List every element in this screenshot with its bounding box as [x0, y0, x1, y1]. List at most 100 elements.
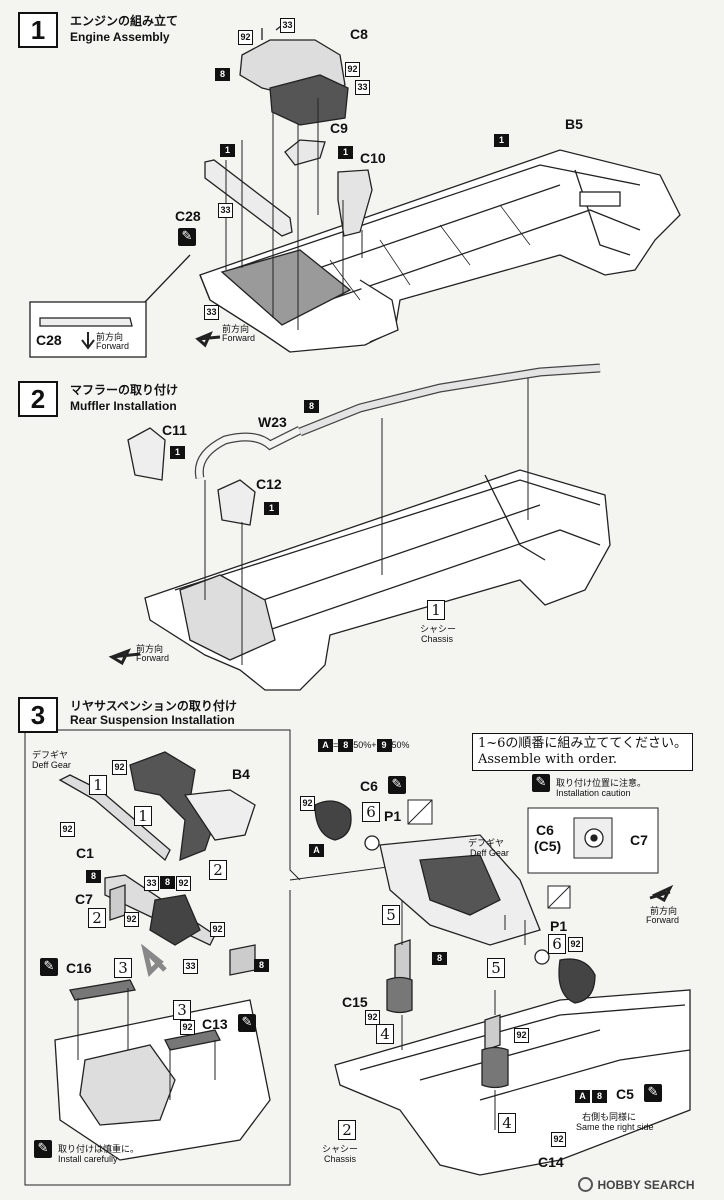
part-c16: C16 — [66, 960, 92, 976]
step2-chassis-drawing — [127, 363, 611, 691]
forward-arrow-3 — [649, 884, 674, 903]
mix-50b: 50% — [391, 740, 410, 750]
caution-label-en: Installation caution — [556, 788, 631, 798]
forward-label-en-2: Forward — [136, 653, 170, 663]
forward-label-en-3: Forward — [646, 915, 680, 925]
callout-92-d: 92 — [60, 822, 75, 837]
part-c28: C28 — [175, 208, 201, 224]
step-1-title-jp: エンジンの組み立て — [70, 14, 179, 28]
callout-1-a: 1 — [494, 134, 509, 147]
part-p1-b: P1 — [550, 918, 568, 934]
step1-chassis-drawing — [199, 21, 681, 353]
part-c12: C12 — [256, 476, 282, 492]
step-2-number: 2 — [18, 381, 58, 417]
seq-3-b: 3 — [173, 1000, 191, 1020]
cement-icon-4: ✎ — [34, 1140, 52, 1158]
callout-1-b: 1 — [220, 144, 235, 157]
callout-92-l: 92 — [514, 1028, 529, 1043]
cement-icon-5: ✎ — [388, 776, 406, 794]
order-note-en: Assemble with order. — [478, 752, 618, 767]
forward-label-jp-inset: 前方向 — [96, 333, 124, 343]
mix-a: A — [318, 739, 333, 752]
install-carefully-en: Install carefully — [58, 1154, 118, 1164]
callout-33-d: 33 — [204, 305, 219, 320]
step-3-title-jp: リヤサスペンションの取り付け — [70, 699, 237, 713]
forward-label-jp-1: 前方向 — [222, 325, 250, 335]
callout-8-e: 8 — [254, 959, 269, 972]
step-2-title-jp: マフラーの取り付け — [70, 383, 179, 397]
callout-92-b: 92 — [345, 62, 360, 77]
callout-92-h: 92 — [180, 1020, 195, 1035]
deff-gear-label-en-2: Deff Gear — [470, 848, 509, 858]
seq-4-a: 4 — [376, 1024, 394, 1044]
callout-92-m: 92 — [551, 1132, 566, 1147]
callout-92-f: 92 — [124, 912, 139, 927]
c28-inset-drawing — [29, 254, 191, 358]
part-c6: C6 — [360, 778, 378, 794]
part-w23: W23 — [258, 414, 287, 430]
seq-5-a: 5 — [382, 905, 400, 925]
cement-icon-3: ✎ — [238, 1014, 256, 1032]
callout-a-1: A — [309, 844, 324, 857]
install-carefully-jp: 取り付けは慎重に。 — [58, 1145, 140, 1155]
same-right-jp: 右側も同様に — [582, 1113, 637, 1123]
callout-8-g: 8 — [592, 1090, 607, 1103]
callout-33-c: 33 — [218, 203, 233, 218]
forward-label-jp-3: 前方向 — [650, 907, 678, 917]
step-3-title-en: Rear Suspension Installation — [70, 713, 235, 727]
seq-1-a: 1 — [89, 775, 107, 795]
forward-arrow-1 — [195, 331, 221, 348]
deff-gear-label-jp-1: デフギヤ — [32, 751, 69, 761]
seq-4-b: 4 — [498, 1113, 516, 1133]
part-c13: C13 — [202, 1016, 228, 1032]
cement-icon-2: ✎ — [40, 958, 58, 976]
part-b4: B4 — [232, 766, 250, 782]
seq-2-a: 2 — [209, 860, 227, 880]
chassis-ref-number: 1 — [427, 600, 445, 620]
part-c15: C15 — [342, 994, 368, 1010]
same-right-en: Same the right side — [576, 1122, 654, 1132]
step-2-title-en: Muffler Installation — [70, 399, 177, 413]
part-c10: C10 — [360, 150, 386, 166]
part-c1: C1 — [76, 845, 94, 861]
chassis-label-jp-2: シャシー — [322, 1145, 359, 1155]
part-c14: C14 — [538, 1154, 564, 1170]
caution-icon: ✎ — [532, 774, 550, 792]
callout-8-a: 8 — [215, 68, 230, 81]
assembly-order-note: 1~6の順番に組み立ててください。 Assemble with order. — [472, 733, 694, 771]
mix-eq: = — [333, 740, 339, 750]
part-c8: C8 — [350, 26, 368, 42]
callout-92-a: 92 — [238, 30, 253, 45]
mix-plus: + — [371, 740, 377, 750]
part-c11: C11 — [162, 422, 187, 438]
seq-2-b: 2 — [88, 908, 106, 928]
chassis-label-jp-1: シャシー — [420, 625, 457, 635]
part-b5: B5 — [565, 116, 583, 132]
callout-33-a: 33 — [280, 18, 295, 33]
cement-icon-6: ✎ — [644, 1084, 662, 1102]
mix-9: 9 — [376, 739, 392, 752]
callout-8-b: 8 — [304, 400, 319, 413]
callout-33-b: 33 — [355, 80, 370, 95]
callout-8-c: 8 — [86, 870, 101, 883]
callout-92-k: 92 — [365, 1010, 380, 1025]
callout-a-2: A — [575, 1090, 590, 1103]
seq-3-a: 3 — [114, 958, 132, 978]
callout-92-c: 92 — [112, 760, 127, 775]
callout-92-j: 92 — [568, 937, 583, 952]
part-c28-inset: C28 — [36, 332, 62, 348]
watermark-text: HOBBY SEARCH — [597, 1178, 695, 1192]
caution-inset-drawing — [527, 807, 659, 874]
callout-92-e: 92 — [176, 876, 191, 891]
callout-8-f: 8 — [432, 952, 447, 965]
forward-label-en-inset: Forward — [96, 341, 130, 351]
callout-8-d: 8 — [160, 876, 175, 889]
step-1-title-en: Engine Assembly — [70, 30, 170, 44]
forward-label-en-1: Forward — [222, 333, 256, 343]
forward-label-jp-2: 前方向 — [136, 645, 164, 655]
forward-arrow-2 — [108, 648, 141, 666]
watermark: HOBBY SEARCH — [578, 1176, 695, 1194]
